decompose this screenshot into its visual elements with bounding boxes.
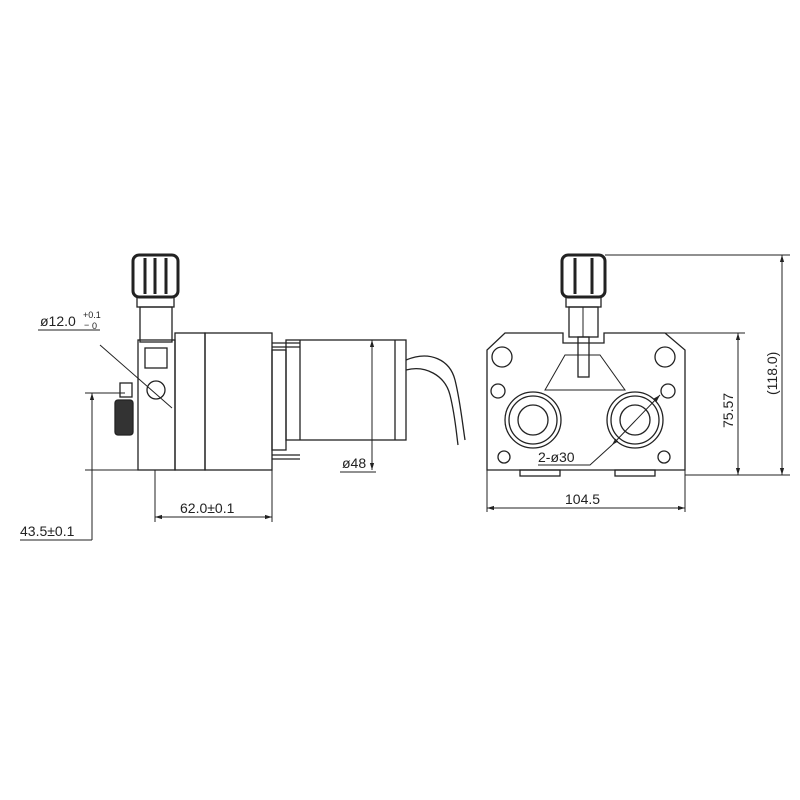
side-view [20,253,466,541]
total-height-label: (118.0) [764,352,780,395]
roller-diameter-label: 2-ø30 [538,449,575,465]
shaft-diameter-label: ø12.0 [40,313,76,329]
roller-left [504,391,562,449]
screws [490,346,676,464]
adjust-knob [114,399,134,436]
depth-label: 62.0±0.1 [180,500,235,516]
wire [405,355,466,441]
front-plate [137,339,176,471]
shaft-upper-tolerance: +0.1 [83,310,101,320]
shaft-lower-tolerance: 0 [92,321,97,331]
gearbox [204,332,273,471]
motor-diameter-label: ø48 [342,455,366,471]
gearbox-front [174,332,206,471]
tension-knob-side [131,253,180,343]
roller-right [606,391,664,449]
body-height-label: 75.57 [720,393,736,428]
front-view [486,253,790,512]
width-label: 104.5 [565,491,600,507]
shaft-minus-sign: − [84,320,89,330]
motor [285,339,407,441]
height-offset-label: 43.5±0.1 [20,523,75,539]
tension-knob-front [560,253,607,378]
